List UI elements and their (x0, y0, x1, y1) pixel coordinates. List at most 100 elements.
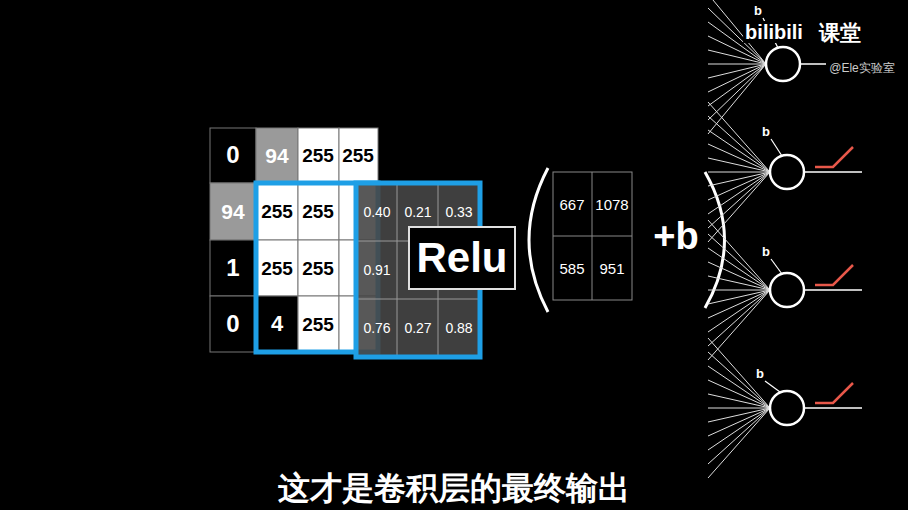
pixel-value: 0 (226, 143, 239, 167)
relu-icon (815, 383, 853, 403)
bias-label: b (762, 125, 770, 138)
input-weight-line (708, 262, 770, 290)
watermark-logo: 课堂 (817, 21, 863, 44)
neuron-output-line (804, 289, 862, 291)
bias-label: b (754, 4, 762, 17)
watermark-author: @Ele实验室 (827, 61, 897, 75)
pixel-value: 255 (261, 259, 293, 278)
output-matrix (553, 172, 632, 300)
neuron-circle (770, 155, 804, 189)
pixel-value: 4 (271, 313, 283, 335)
input-weight-line (708, 408, 770, 436)
output-value: 585 (559, 261, 584, 276)
input-weight-line (708, 290, 770, 346)
bias-leader (771, 259, 782, 274)
input-weight-line (708, 408, 770, 422)
input-weight-line (708, 290, 770, 360)
input-weight-line (708, 172, 770, 242)
input-weight-line (708, 366, 770, 408)
input-weight-line (708, 352, 770, 408)
pixel-cell (256, 183, 298, 240)
pixel-cell (298, 128, 339, 183)
input-weight-line (708, 394, 770, 408)
pixel-value: 255 (302, 259, 334, 278)
pixel-cell (298, 240, 339, 296)
bias-label: b (762, 245, 770, 258)
kernel-gridline (356, 299, 480, 300)
kernel-weight: 0.76 (363, 321, 390, 335)
input-weight-line (708, 158, 770, 172)
input-weight-line (708, 64, 766, 65)
relu-icon (815, 147, 853, 167)
pixel-cell (256, 240, 298, 296)
input-weight-line (708, 338, 770, 408)
kernel-weight: 0.88 (445, 321, 472, 335)
neuron-circle (770, 273, 804, 307)
pixel-value: 255 (302, 202, 334, 221)
input-weight-line (708, 116, 770, 172)
neuron (708, 102, 862, 242)
output-value: 951 (599, 261, 624, 276)
activation-box: Relu (408, 226, 516, 290)
kernel-weight: 0.21 (404, 205, 431, 219)
pixel-value: 1 (226, 256, 239, 280)
input-weight-line (708, 290, 770, 304)
pixel-value: 255 (302, 315, 334, 334)
input-weight-line (708, 408, 770, 464)
pixel-value: 94 (221, 201, 244, 222)
input-weight-line (708, 276, 770, 290)
input-weight-line (708, 64, 766, 78)
input-weight-line (708, 172, 770, 173)
neuron (708, 220, 862, 360)
input-weight-line (708, 408, 770, 409)
pixel-cell (210, 296, 256, 352)
pixel-grid (210, 128, 378, 352)
bias-term: +b (653, 217, 698, 255)
activation-label: Relu (416, 237, 507, 279)
pixel-value: 255 (342, 146, 374, 165)
input-weight-line (708, 172, 770, 228)
input-weight-line (708, 102, 770, 172)
subtitle: 这才是卷积层的最终输出 (278, 472, 630, 504)
pixel-cell (256, 296, 298, 352)
output-grid (553, 172, 632, 300)
open-bracket (529, 168, 548, 312)
input-weight-line (708, 172, 770, 200)
neuron-output-line (804, 407, 862, 409)
pixel-value: 255 (302, 146, 334, 165)
input-weight-line (708, 130, 770, 172)
pixel-cell (298, 296, 339, 352)
input-weight-line (708, 50, 766, 64)
pixel-value: 0 (226, 312, 239, 336)
bias-label: b (756, 367, 764, 380)
output-value: 667 (559, 197, 584, 212)
neuron-output-line (800, 63, 826, 65)
input-weight-line (708, 144, 770, 172)
pixel-cell (339, 128, 378, 183)
neuron (708, 0, 826, 134)
pixel-cell (210, 128, 256, 183)
pixel-value: 94 (265, 145, 288, 166)
bias-leader (771, 139, 782, 156)
input-weight-line (708, 248, 770, 290)
input-weight-line (708, 234, 770, 290)
output-gridline (553, 236, 632, 237)
neuron-circle (766, 47, 800, 81)
input-weight-line (708, 380, 770, 408)
pixel-cell (210, 183, 256, 240)
input-weight-line (708, 64, 766, 92)
kernel-weight: 0.40 (363, 205, 390, 219)
kernel-weight: 0.27 (404, 321, 431, 335)
neuron (708, 338, 862, 478)
kernel-weight: 0.33 (445, 205, 472, 219)
pixel-value: 255 (261, 202, 293, 221)
pixel-cell (298, 183, 339, 240)
neuron-output-line (804, 171, 862, 173)
watermark-logo: bilibili (743, 21, 805, 43)
neuron-circle (770, 391, 804, 425)
input-weight-line (708, 290, 770, 291)
input-weight-line (708, 172, 770, 186)
output-value: 1078 (595, 197, 628, 212)
bias-leader (765, 381, 780, 392)
